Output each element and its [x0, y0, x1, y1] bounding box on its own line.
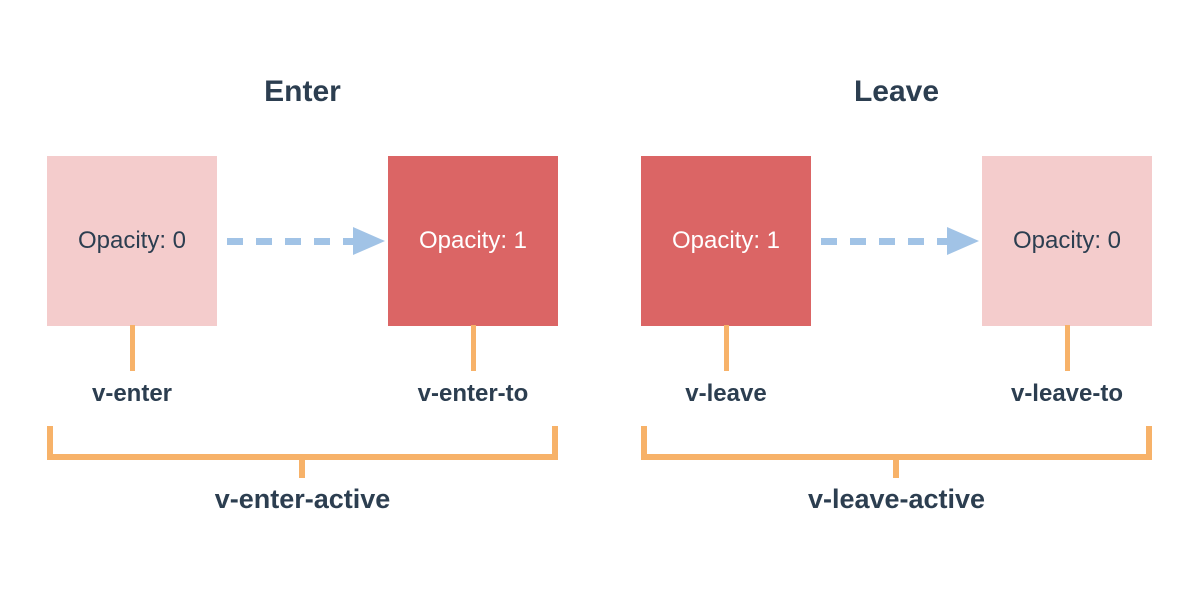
- active-range-bracket-tick: [299, 460, 305, 478]
- active-range-bracket: [641, 426, 1152, 460]
- section-title: Enter: [264, 75, 341, 108]
- opacity-start-box: Opacity: 0: [47, 156, 217, 326]
- active-range-bracket-tick: [893, 460, 899, 478]
- active-range-bracket: [47, 426, 558, 460]
- transition-arrow-line: [227, 238, 353, 245]
- opacity-end-box: Opacity: 1: [388, 156, 558, 326]
- end-class-label: v-leave-to: [1010, 380, 1124, 407]
- connector-line-start: [724, 325, 729, 371]
- connector-line-start: [130, 325, 135, 371]
- end-class-label: v-enter-to: [417, 380, 529, 407]
- active-class-label: v-enter-active: [214, 484, 391, 514]
- box-label: Opacity: 0: [77, 227, 187, 254]
- connector-line-end: [471, 325, 476, 371]
- leave-section: Leave Opacity: 1 Opacity: 0 v-leave v-le…: [641, 73, 1152, 543]
- section-title: Leave: [853, 75, 940, 108]
- transition-arrow-line: [821, 238, 947, 245]
- box-label: Opacity: 0: [1012, 227, 1122, 254]
- opacity-start-box: Opacity: 1: [641, 156, 811, 326]
- start-class-label: v-enter: [91, 380, 173, 407]
- start-class-label: v-leave: [685, 380, 767, 407]
- enter-section: Enter Opacity: 0 Opacity: 1 v-enter v-en…: [47, 73, 558, 543]
- transition-arrow-head-icon: [353, 227, 385, 255]
- opacity-end-box: Opacity: 0: [982, 156, 1152, 326]
- active-class-label: v-leave-active: [807, 484, 986, 514]
- connector-line-end: [1065, 325, 1070, 371]
- box-label: Opacity: 1: [418, 227, 528, 254]
- transition-arrow-head-icon: [947, 227, 979, 255]
- box-label: Opacity: 1: [671, 227, 781, 254]
